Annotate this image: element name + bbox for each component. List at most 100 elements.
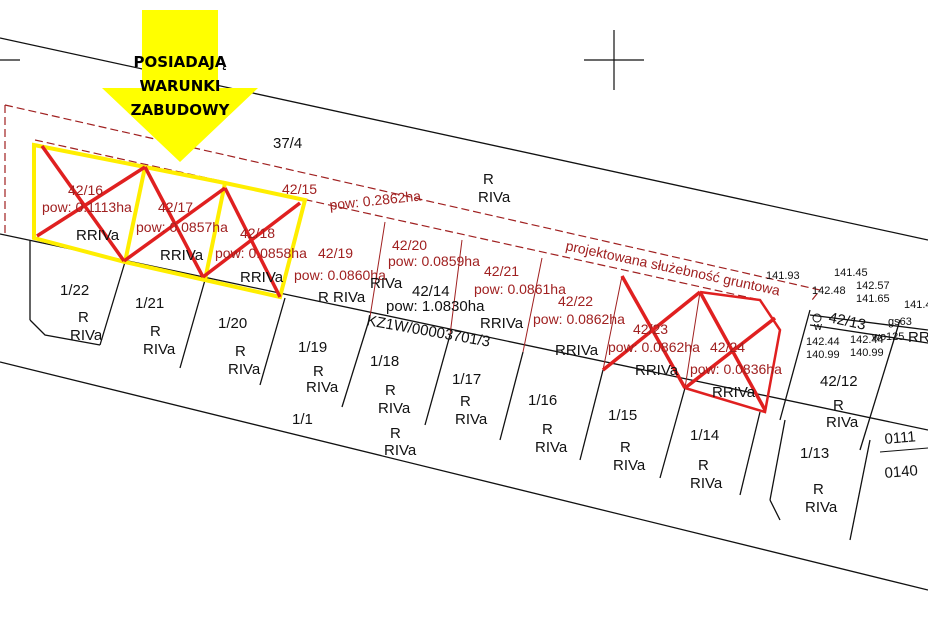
parcel-42-24-label: 42/24 bbox=[710, 339, 745, 355]
parcel-42-23-label: 42/23 bbox=[633, 321, 668, 337]
class-label: RIVa bbox=[535, 439, 568, 456]
class-label: RRIVa bbox=[712, 384, 756, 401]
parcel-37-4-label: 37/4 bbox=[273, 135, 302, 152]
parcel-area: pow: 1.0830ha bbox=[386, 298, 485, 315]
elevation: 142.44 bbox=[806, 336, 840, 348]
parcel-42-16-label: 42/16 bbox=[68, 182, 103, 198]
parcel-area: pow: 0.2862ha bbox=[329, 187, 422, 213]
class-label: RRIVa bbox=[240, 269, 284, 286]
parcel-area: pow: 0.0862ha bbox=[533, 311, 625, 327]
parcel-42-22-label: 42/22 bbox=[558, 293, 593, 309]
lower-parcel-labels: 1/22 R RIVa 1/21 R RIVa 1/20 R RIVa 1/19… bbox=[60, 282, 859, 516]
callout-line: POSIADAJĄ bbox=[133, 53, 227, 71]
class-label: RIVa bbox=[805, 499, 838, 516]
road-parcel-label: 1/1 bbox=[292, 411, 313, 428]
class-label: RIVa bbox=[384, 442, 417, 459]
elevation: 142.44 bbox=[850, 334, 884, 346]
parcel-label: 42/12 bbox=[820, 373, 858, 390]
class-label: R bbox=[78, 309, 89, 326]
parcel-label: 1/17 bbox=[452, 371, 481, 388]
parcel-42-13-label: 42/13 bbox=[827, 309, 867, 333]
class-label: R bbox=[813, 481, 824, 498]
elevation-labels: 141.93 141.45 142.48 142.57 141.65 142.4… bbox=[766, 267, 928, 361]
callout-line: ZABUDOWY bbox=[130, 101, 230, 119]
class-label: RR bbox=[908, 329, 928, 346]
elevation: 140.99 bbox=[806, 349, 840, 361]
callout-arrow bbox=[102, 10, 258, 162]
class-label: RIVa bbox=[478, 189, 511, 206]
parcel-area: pow: 0.1113ha bbox=[42, 199, 132, 215]
class-label: RIVa bbox=[455, 411, 488, 428]
parcel-42-17-label: 42/17 bbox=[158, 199, 193, 215]
elevation: 141.45 bbox=[834, 267, 868, 279]
class-label: RIVa bbox=[613, 457, 646, 474]
elevation: 142.57 bbox=[856, 280, 890, 292]
class-label: RRIVa bbox=[480, 315, 524, 332]
class-label: R bbox=[483, 171, 494, 188]
parcel-area: pow: 0.0857ha bbox=[136, 219, 228, 235]
parcel-dividers-red bbox=[369, 221, 701, 389]
class-label: R bbox=[460, 393, 471, 410]
class-label: R bbox=[833, 397, 844, 414]
class-label: RIVa bbox=[143, 341, 176, 358]
well-icon bbox=[812, 313, 822, 323]
class-label: RIVa bbox=[228, 361, 261, 378]
parcel-label: 1/15 bbox=[608, 407, 637, 424]
well-mark: w bbox=[813, 321, 822, 333]
parcel-label: 1/20 bbox=[218, 315, 247, 332]
class-label: R bbox=[150, 323, 161, 340]
parcel-42-21-label: 42/21 bbox=[484, 263, 519, 279]
cross-marks bbox=[36, 144, 782, 414]
class-label: RIVa bbox=[70, 327, 103, 344]
easement-label: projektowana służebność gruntowa bbox=[564, 237, 781, 298]
crosshair-mark bbox=[0, 30, 644, 90]
gas-pipe-label: gs63 bbox=[888, 316, 912, 328]
parcel-42-18-label: 42/18 bbox=[240, 225, 275, 241]
class-label: RRIVa bbox=[160, 247, 204, 264]
class-label: R bbox=[698, 457, 709, 474]
class-label: RIVa bbox=[690, 475, 723, 492]
class-label: RRIVa bbox=[76, 227, 120, 244]
class-label: RIVa bbox=[826, 414, 859, 431]
class-label: RIVa bbox=[378, 400, 411, 417]
class-label: R RIVa bbox=[318, 289, 366, 306]
parcel-area: pow: 0.0862ha bbox=[608, 339, 700, 355]
parcel-0140-label: 0140 bbox=[884, 462, 919, 482]
parcel-42-14-label: 42/14 bbox=[412, 283, 450, 300]
parcel-0111-label: 0111 bbox=[884, 428, 917, 448]
class-label: R bbox=[313, 363, 324, 380]
elevation: 141.93 bbox=[766, 270, 800, 282]
elevation: 142.48 bbox=[812, 285, 846, 297]
parcel-label: 1/18 bbox=[370, 353, 399, 370]
land-register-number: KZ1W/00003701/3 bbox=[365, 312, 491, 350]
parcel-42-15-label: 42/15 bbox=[282, 181, 317, 197]
parcel-42-19-label: 42/19 bbox=[318, 245, 353, 261]
callout-line: WARUNKI bbox=[139, 77, 221, 95]
parcel-area: pow: 0.0858ha bbox=[215, 245, 307, 261]
parcel-label: 1/19 bbox=[298, 339, 327, 356]
parcel-label: 1/16 bbox=[528, 392, 557, 409]
parcel-42-20-label: 42/20 bbox=[392, 237, 427, 253]
elevation: 141.4 bbox=[904, 299, 928, 311]
parcel-area: pow: 0.0836ha bbox=[690, 361, 782, 377]
parcel-label: 1/14 bbox=[690, 427, 719, 444]
elevation: 140.99 bbox=[850, 347, 884, 359]
class-label: R bbox=[385, 382, 396, 399]
callout-text: POSIADAJĄ WARUNKI ZABUDOWY bbox=[100, 50, 260, 122]
divider bbox=[879, 447, 928, 453]
elevation: 141.65 bbox=[856, 293, 890, 305]
class-label: RIVa bbox=[370, 275, 403, 292]
class-label: R bbox=[390, 425, 401, 442]
water-pipe-label: wo125 bbox=[871, 331, 904, 343]
parcel-label: 1/13 bbox=[800, 445, 829, 462]
class-label: R bbox=[235, 343, 246, 360]
class-label: R bbox=[542, 421, 553, 438]
parcel-area: pow: 0.0861ha bbox=[474, 281, 566, 297]
class-label: R bbox=[620, 439, 631, 456]
parcel-label: 1/21 bbox=[135, 295, 164, 312]
parcel-area: pow: 0.0860ha bbox=[294, 267, 386, 283]
parcel-label: 1/22 bbox=[60, 282, 89, 299]
class-label: RRIVa bbox=[555, 342, 599, 359]
